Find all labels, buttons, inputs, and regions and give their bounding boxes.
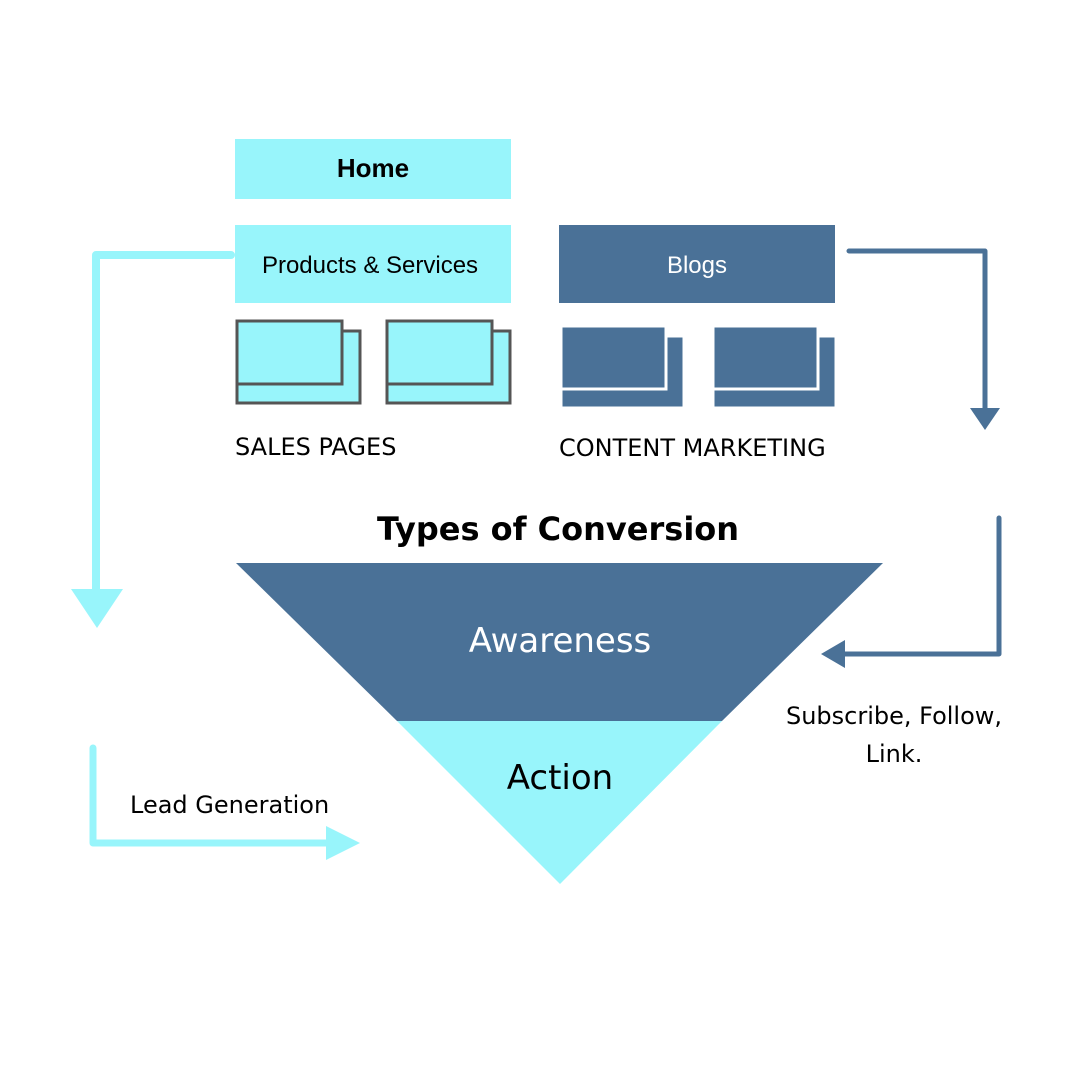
sales-pages-caption: SALES PAGES bbox=[235, 433, 396, 461]
funnel-awareness-section bbox=[236, 563, 883, 721]
content-page-icon bbox=[711, 324, 838, 410]
home-box bbox=[235, 139, 511, 199]
lead-generation-arrow-icon bbox=[89, 744, 360, 860]
funnel-title: Types of Conversion bbox=[377, 510, 739, 548]
blogs-label: Blogs bbox=[667, 252, 727, 279]
home-label: Home bbox=[337, 153, 409, 183]
left-down-arrow-icon bbox=[71, 251, 235, 628]
products-services-box bbox=[235, 225, 511, 303]
sales-page-icon bbox=[385, 319, 512, 405]
funnel-action-section bbox=[397, 721, 722, 884]
lead-generation-label: Lead Generation bbox=[130, 791, 329, 819]
right-down-arrow-icon bbox=[846, 248, 1000, 430]
products-services-label: Products & Services bbox=[262, 252, 478, 279]
blogs-box bbox=[559, 225, 835, 303]
funnel-action-label: Action bbox=[507, 758, 613, 798]
subscribe-follow-label-line2: Link. bbox=[866, 740, 923, 768]
subscribe-arrow-icon bbox=[821, 515, 1002, 668]
funnel-awareness-label: Awareness bbox=[469, 621, 652, 661]
subscribe-follow-label-line1: Subscribe, Follow, bbox=[786, 702, 1002, 730]
content-marketing-caption: CONTENT MARKETING bbox=[559, 434, 826, 462]
content-page-icon bbox=[559, 324, 686, 410]
sales-page-icon bbox=[235, 319, 362, 405]
